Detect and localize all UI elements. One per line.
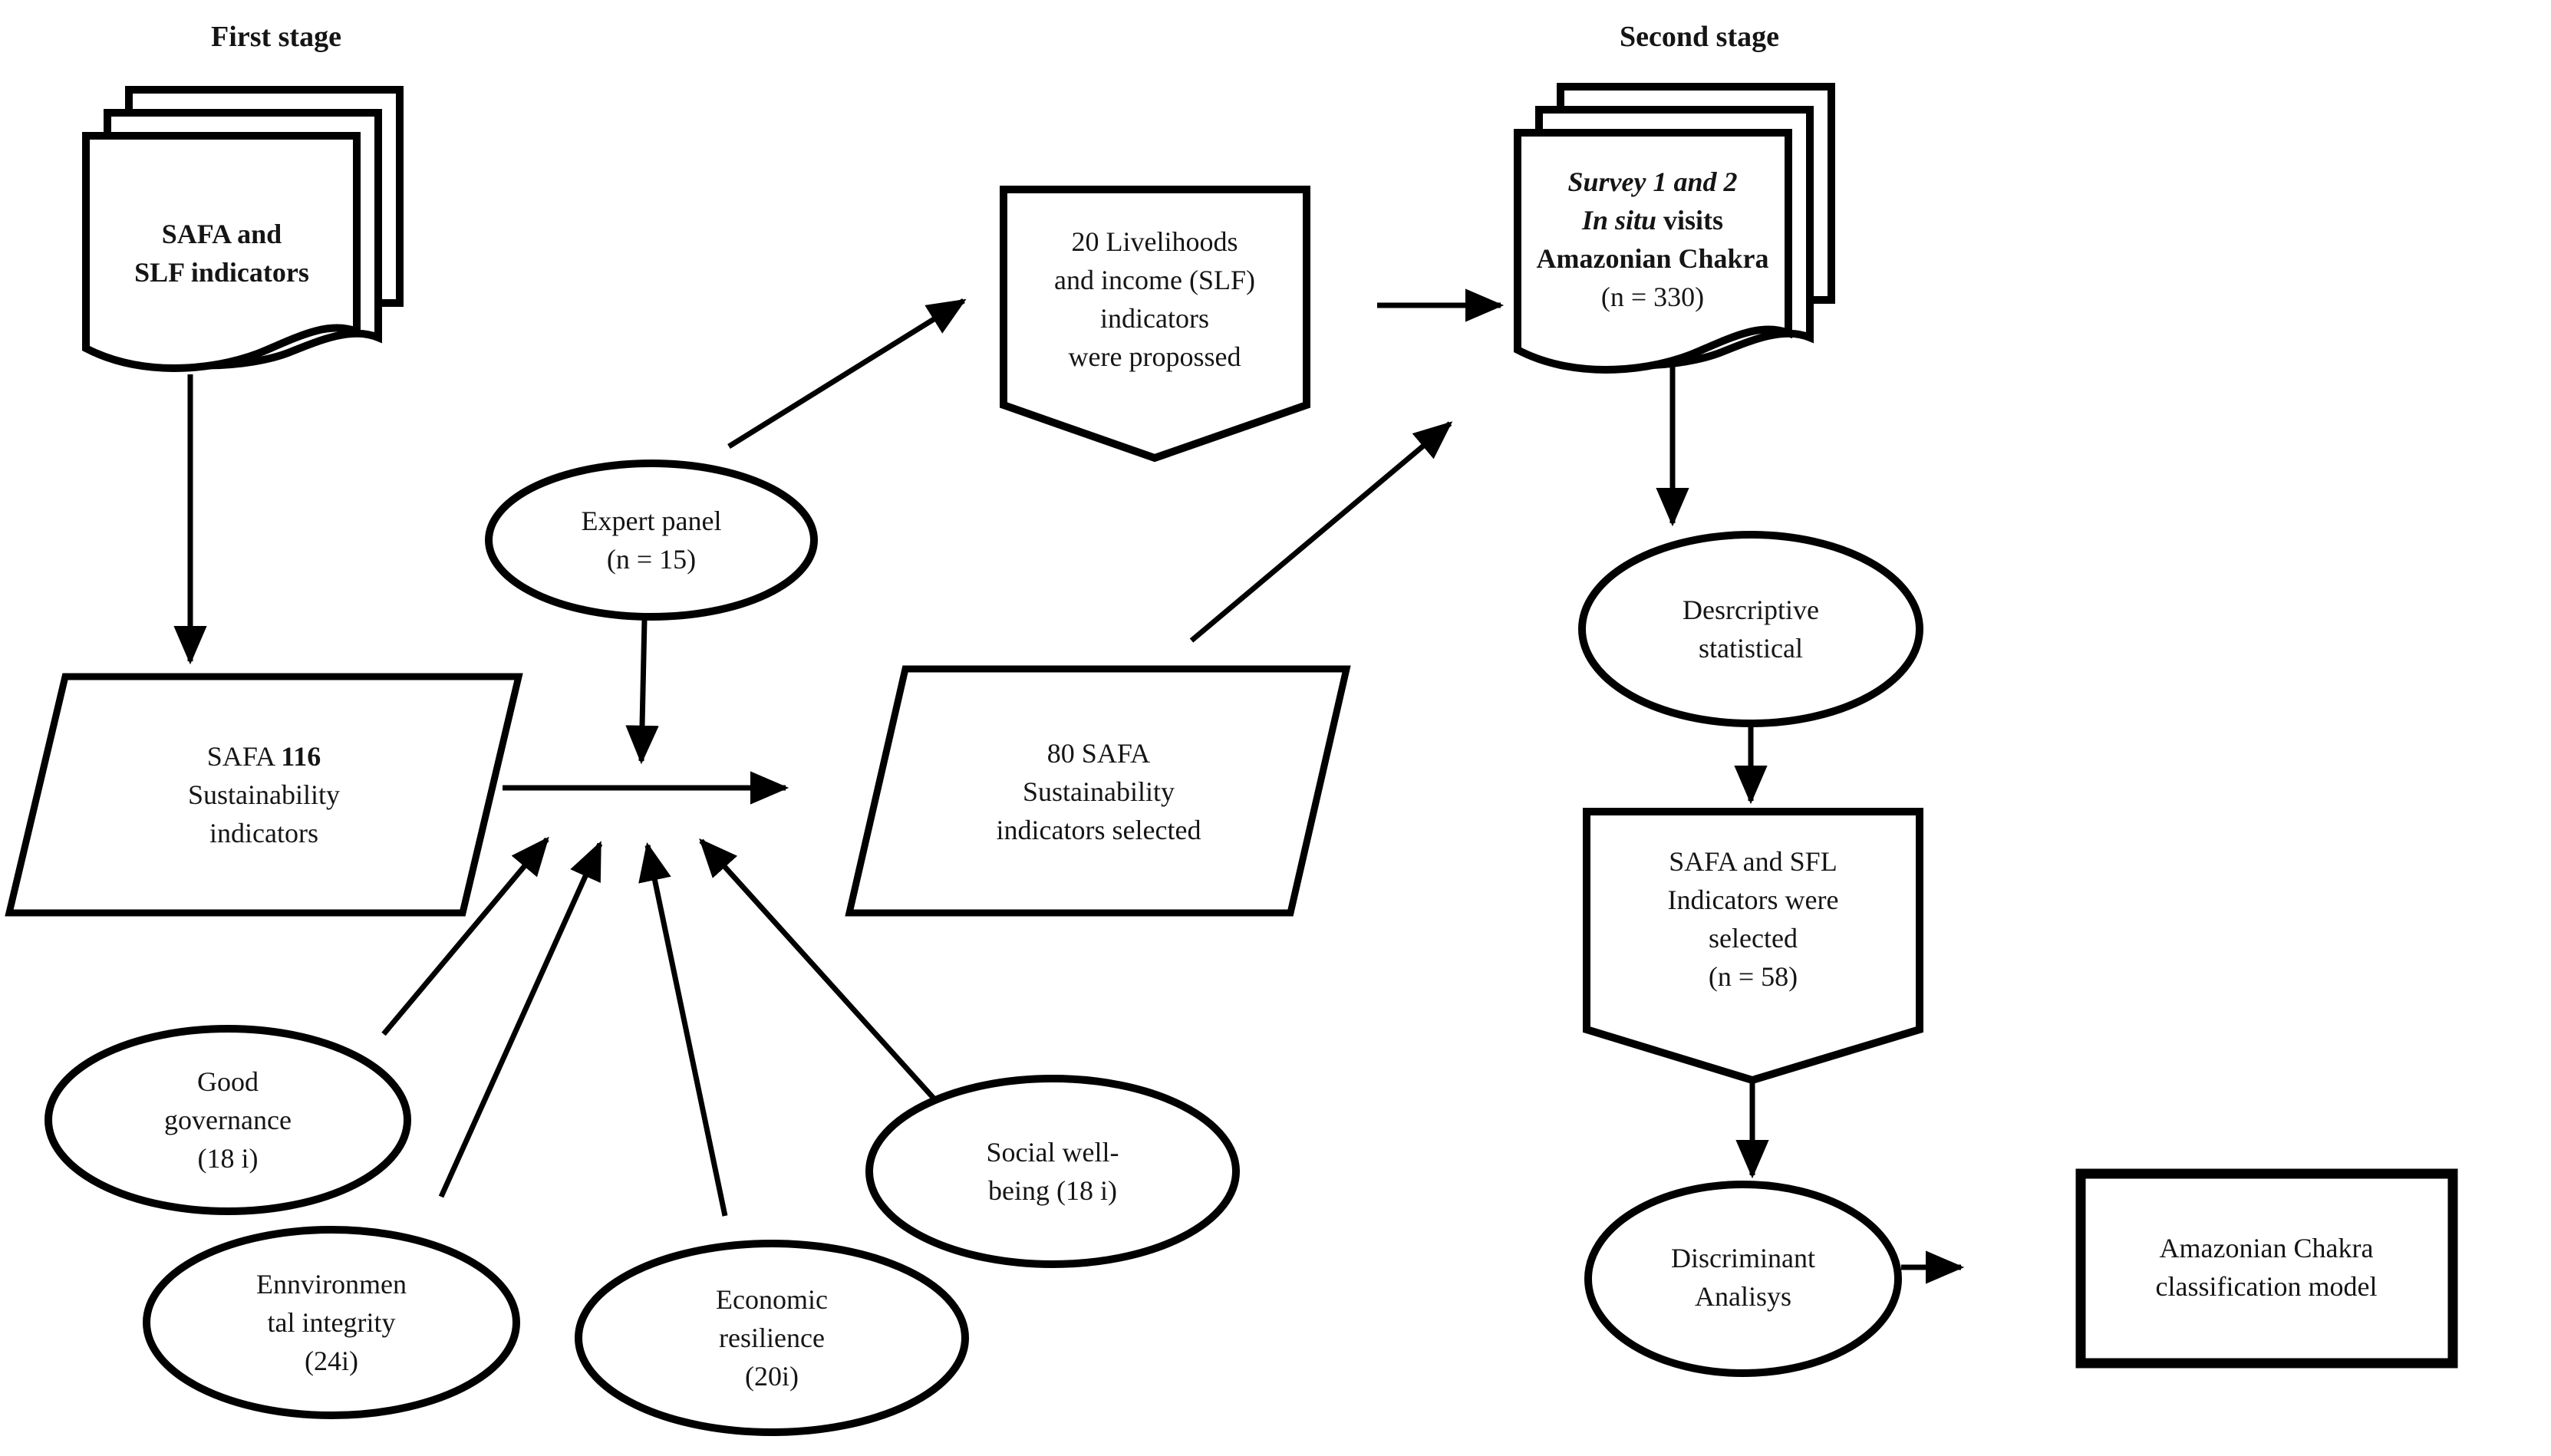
social-well-being-label: Social well- being (18 i) [986, 1137, 1119, 1206]
classification-model-label: Amazonian Chakra classification model [2155, 1233, 2378, 1302]
stage1-title: First stage [211, 21, 341, 53]
safa-slf-documents-label: SAFA and SLF indicators [134, 219, 309, 288]
safa80-parallelogram [845, 665, 1351, 917]
livelihoods-label: 20 Livelihoods and income (SLF) indicato… [1054, 226, 1255, 372]
classification-model-rectangle [2075, 1168, 2458, 1369]
good-governance-ellipse [44, 1025, 411, 1215]
discriminant-ellipse [1584, 1181, 1902, 1377]
environmental-integrity-ellipse [143, 1226, 520, 1419]
arrow-social-to-junction [699, 838, 938, 1103]
arrow-economic-to-junction [638, 842, 728, 1217]
arrow-expert-panel-to-livelihoods [727, 298, 967, 449]
social-well-being-ellipse [865, 1075, 1240, 1268]
safa116-parallelogram [5, 673, 523, 917]
stage2-title: Second stage [1620, 21, 1779, 53]
expert-panel-ellipse [485, 460, 818, 621]
expert-panel-label: Expert panel (n = 15) [581, 506, 722, 575]
document-front-page [1514, 129, 1792, 374]
safa80-label: 80 SAFA Sustainability indicators select… [996, 738, 1201, 845]
descriptive-ellipse [1578, 531, 1923, 727]
safa-slf-documents-shape [82, 86, 404, 372]
safa116-label: SAFA 116 Sustainability indicators [188, 741, 340, 848]
economic-resilience-label: Economic resilience (20i) [716, 1284, 828, 1392]
discriminant-label: Discriminant Analisys [1671, 1243, 1815, 1312]
livelihoods-pentagon [1000, 186, 1310, 463]
survey-label: Survey 1 and 2 In situ visits Amazonian … [1536, 166, 1769, 312]
survey-documents-shape [1514, 83, 1835, 374]
arrow-good-governance-to-junction [381, 836, 549, 1036]
document-front-page [82, 132, 361, 372]
safa-sfl-selected-label: SAFA and SFL Indicators were selected (n… [1667, 846, 1839, 992]
safa-sfl-pentagon [1583, 808, 1923, 1085]
arrow-environmental-to-junction [438, 841, 603, 1198]
good-governance-label: Good governance (18 i) [164, 1066, 292, 1174]
environmental-integrity-label: Ennvironmen tal integrity (24i) [256, 1269, 407, 1376]
arrow-safa80-to-survey [1189, 421, 1453, 643]
economic-resilience-ellipse [575, 1240, 969, 1436]
descriptive-label: Desrcriptive statistical [1683, 595, 1819, 664]
arrow-expert-panel-to-junction [625, 619, 659, 765]
